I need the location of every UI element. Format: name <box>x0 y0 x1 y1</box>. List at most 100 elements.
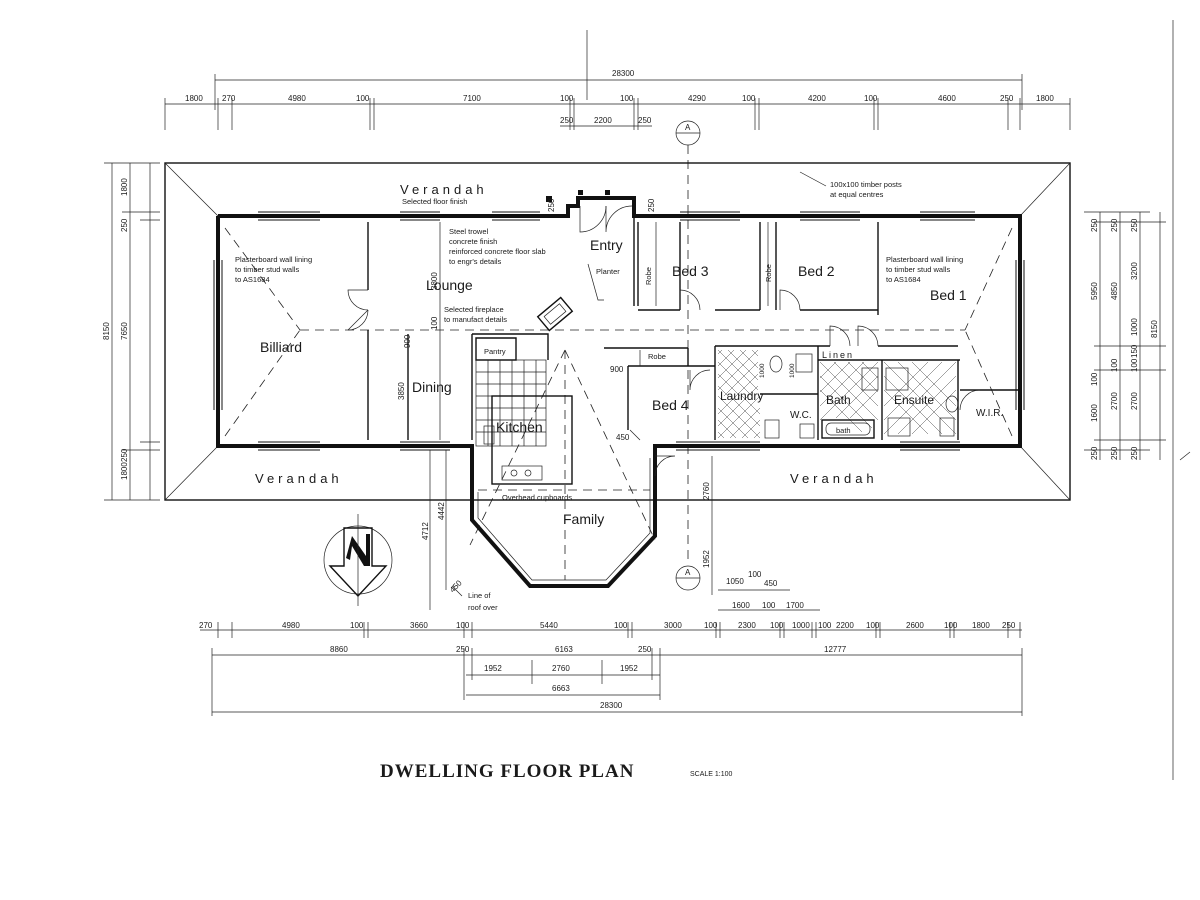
fireplace <box>536 296 574 332</box>
dim-lr-1700: 1700 <box>786 601 804 610</box>
dim-b1-14: 100 <box>866 621 880 630</box>
room-bed2: Bed 2 <box>798 263 835 279</box>
dim-b1-7: 3000 <box>664 621 682 630</box>
room-robe-bed4: Robe <box>648 352 666 361</box>
dim-right-11: 100 <box>1130 358 1139 372</box>
dim-250-entry-r: 250 <box>647 198 656 212</box>
drawing-title: DWELLING FLOOR PLAN <box>380 761 634 782</box>
note-lining-right-3: to AS1684 <box>886 275 921 284</box>
roof-hip-lines <box>224 227 1013 580</box>
room-bath: Bath <box>826 393 851 407</box>
room-lounge: Lounge <box>426 277 473 293</box>
dim-right-13: 2700 <box>1130 392 1139 410</box>
dim-fam-2760: 2760 <box>702 482 711 500</box>
dim-bed4-900: 900 <box>610 365 624 374</box>
room-wir: W.I.R. <box>976 408 1003 419</box>
section-marker-bottom: A <box>675 565 701 591</box>
dim-b2-2: 6163 <box>555 645 573 654</box>
dim-fam-450: 450 <box>448 578 464 594</box>
dim-left-inner: 7650 <box>120 322 129 340</box>
dim-right-5: 4850 <box>1110 282 1119 300</box>
dim-lr-100b: 100 <box>762 601 776 610</box>
title-block: DWELLING FLOOR PLAN SCALE 1:100 <box>380 761 733 782</box>
dim-b1-10: 100 <box>770 621 784 630</box>
window-marks <box>213 211 1025 451</box>
dim-right-1: 250 <box>1090 218 1099 232</box>
dim-right-6: 3200 <box>1130 262 1139 280</box>
dim-left-v2: 250 <box>120 218 129 232</box>
dim-bed4-450: 450 <box>616 433 630 442</box>
note-lining-left-1: Plasterboard wall lining <box>235 255 312 264</box>
interior-walls <box>367 216 1020 440</box>
annotations: Selected floor finish 100x100 timber pos… <box>235 171 963 612</box>
section-a-bottom: A <box>685 568 691 577</box>
dim-b1-12: 100 <box>818 621 832 630</box>
dim-lr-450: 450 <box>764 579 778 588</box>
dim-top-5: 7100 <box>463 94 481 103</box>
dim-b1-11: 1000 <box>792 621 810 630</box>
dim-top-14: 1800 <box>1036 94 1054 103</box>
dim-wc-1000: 1000 <box>789 363 796 378</box>
dim-b1-8: 100 <box>704 621 718 630</box>
dim-b1-2: 100 <box>350 621 364 630</box>
left-dimensions: 8150 7650 1800 250 1800 250 3800 100 900… <box>102 162 447 610</box>
dim-b3-0: 1952 <box>484 664 502 673</box>
dim-top-s2: 2200 <box>594 116 612 125</box>
dim-top-11: 100 <box>864 94 878 103</box>
misc-dimensions: 2760 1952 450 900 450 1050 100 450 1600 … <box>448 198 820 611</box>
dim-top-overall: 28300 <box>612 69 635 78</box>
note-fireplace-1: Selected fireplace <box>444 305 504 314</box>
dim-b4-0: 6663 <box>552 684 570 693</box>
dim-top-9: 100 <box>742 94 756 103</box>
dim-top-s3: 250 <box>638 116 652 125</box>
dim-top-3: 4980 <box>288 94 306 103</box>
note-lining-right-1: Plasterboard wall lining <box>886 255 963 264</box>
fixtures <box>764 353 959 439</box>
dim-dining: 3850 <box>397 382 406 400</box>
dim-bottom-overall: 28300 <box>600 701 623 710</box>
note-verandah-finish: Selected floor finish <box>402 197 467 206</box>
dim-b1-4: 100 <box>456 621 470 630</box>
kitchen-tiles <box>475 359 573 485</box>
dim-b2-0: 8860 <box>330 645 348 654</box>
room-planter: Planter <box>596 267 620 276</box>
room-bed4: Bed 4 <box>652 397 689 413</box>
dim-top-s1: 250 <box>560 116 574 125</box>
note-slab-1: Steel trowel <box>449 227 489 236</box>
dim-top-12: 4600 <box>938 94 956 103</box>
note-cupboards: Overhead cupboards <box>502 493 572 502</box>
dim-left-v3: 1800 <box>120 462 129 480</box>
dim-lounge: 3800 <box>430 272 439 290</box>
dim-250-entry: 250 <box>547 198 556 212</box>
room-entry: Entry <box>590 237 623 253</box>
dim-lr-100a: 100 <box>748 570 762 579</box>
dim-b1-15: 2600 <box>906 621 924 630</box>
room-bath-small: bath <box>836 426 851 435</box>
dim-right-overall: 8150 <box>1150 320 1159 338</box>
dim-b2-1: 250 <box>456 645 470 654</box>
dim-b1-13: 2200 <box>836 621 854 630</box>
dim-top-10: 4200 <box>808 94 826 103</box>
room-billiard: Billiard <box>260 339 302 355</box>
room-family: Family <box>563 511 604 527</box>
dim-900: 900 <box>403 334 412 348</box>
door-swings <box>347 205 981 477</box>
top-dimensions: 28300 1800 270 4980 100 7100 100 100 429… <box>164 30 1071 130</box>
note-posts-2: at equal centres <box>830 190 884 199</box>
note-lining-left-3: to AS1684 <box>235 275 270 284</box>
note-lining-right-2: to timber stud walls <box>886 265 950 274</box>
room-laundry: Laundry <box>720 389 763 403</box>
dim-b3-1: 2760 <box>552 664 570 673</box>
section-a-top: A <box>685 123 691 132</box>
note-posts-1: 100x100 timber posts <box>830 180 902 189</box>
dim-right-8: 150 <box>1130 344 1139 358</box>
dim-fam-1952: 1952 <box>702 550 711 568</box>
dim-ens-1000: 1000 <box>759 363 766 378</box>
dim-top-13: 250 <box>1000 94 1014 103</box>
dim-b2-4: 12777 <box>824 645 847 654</box>
dim-top-7: 100 <box>620 94 634 103</box>
note-fireplace-2: to manufact details <box>444 315 507 324</box>
room-bed1: Bed 1 <box>930 287 967 303</box>
dim-e2: 4442 <box>437 502 446 520</box>
